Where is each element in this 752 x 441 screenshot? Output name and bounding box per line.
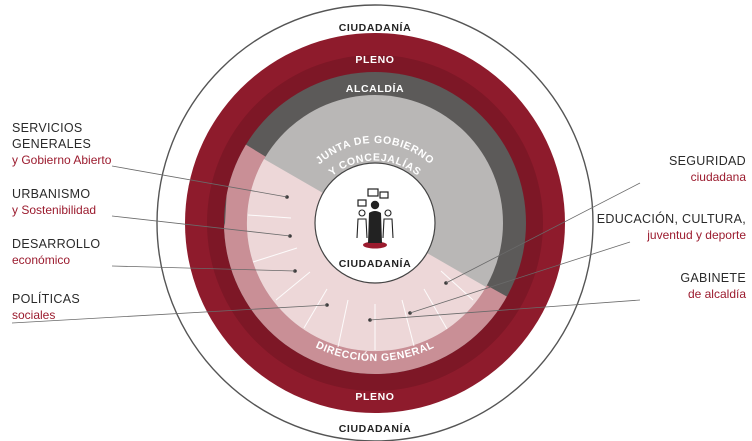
label-title: SERVICIOS — [12, 121, 83, 135]
label-subtitle: ciudadana — [690, 170, 746, 184]
label-title: POLÍTICAS — [12, 292, 80, 306]
label-subtitle: sociales — [12, 308, 56, 322]
label-urbanismo: URBANISMO y Sostenibilidad — [12, 186, 96, 218]
pleno-top: PLENO — [355, 54, 394, 66]
label-politicas: POLÍTICAS sociales — [12, 291, 80, 323]
label-subtitle: económico — [12, 253, 71, 267]
label-title: GABINETE — [680, 271, 746, 285]
label-title: SEGURIDAD — [668, 154, 746, 168]
label-title: EDUCACIÓN, CULTURA, — [596, 212, 746, 226]
label-subtitle: juventud y deporte — [647, 228, 746, 242]
pleno-bottom: PLENO — [355, 391, 394, 403]
label-title: GENERALES — [12, 137, 92, 151]
label-subtitle: y Sostenibilidad — [12, 203, 97, 217]
center-ciudadania-label: CIUDADANÍA — [339, 257, 412, 270]
label-seguridad: SEGURIDAD ciudadana — [669, 153, 746, 185]
label-subtitle: y Gobierno Abierto — [12, 153, 112, 167]
outer-ciudadania-bottom: CIUDADANÍA — [339, 422, 412, 435]
label-desarrollo: DESARROLLO económico — [12, 236, 100, 268]
label-educacion: EDUCACIÓN, CULTURA, juventud y deporte — [597, 211, 746, 243]
label-title: DESARROLLO — [12, 237, 101, 251]
pointer-lines — [11, 165, 641, 324]
label-subtitle: de alcaldía — [687, 287, 746, 301]
label-title: URBANISMO — [12, 187, 91, 201]
department-dividers — [247, 214, 474, 350]
people-speech-icon — [356, 188, 394, 249]
label-gabinete: GABINETE de alcaldía — [680, 270, 746, 302]
alcaldia-label: ALCALDÍA — [346, 82, 404, 95]
outer-ciudadania-top: CIUDADANÍA — [339, 21, 412, 34]
label-servicios-generales: SERVICIOS GENERALES y Gobierno Abierto — [12, 120, 111, 168]
